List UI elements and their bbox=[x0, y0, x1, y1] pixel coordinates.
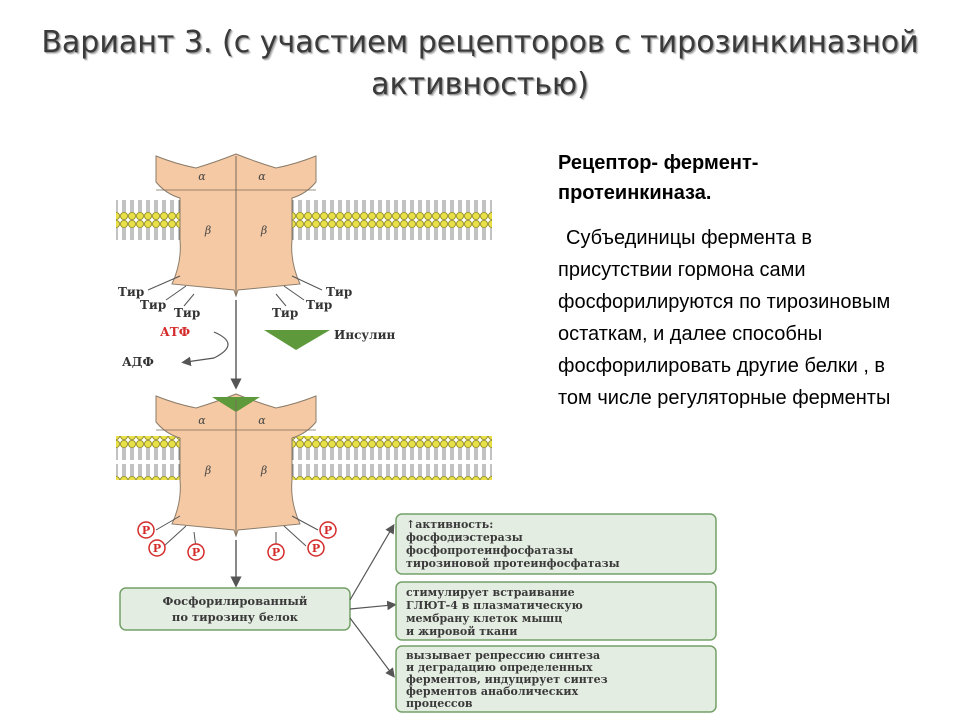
phosphate-label: P bbox=[324, 524, 332, 537]
phospho-protein-label-line-2: по тирозину белок bbox=[172, 610, 299, 624]
phospho-protein-label-line-1: Фосфорилированный bbox=[163, 594, 308, 608]
phosphate-label: P bbox=[312, 542, 320, 555]
adp-label: АДФ bbox=[122, 355, 154, 369]
effect-1-line-3: фосфопротеинфосфатазы bbox=[406, 544, 573, 557]
beta-label-right: β bbox=[260, 224, 267, 237]
alpha-label-left: α bbox=[198, 170, 206, 183]
phosphate-icon bbox=[267, 543, 285, 561]
effect-2-line-3: мембрану клеток мышц bbox=[406, 612, 562, 625]
activation-step: АТФ АДФ Инсулин bbox=[122, 300, 395, 390]
receptor-active: α α β β P P P P P P bbox=[116, 393, 492, 561]
effect-2-line-2: ГЛЮТ-4 в плазматическую bbox=[406, 599, 583, 612]
phosphate-circles bbox=[137, 521, 337, 561]
atp-label: АТФ bbox=[160, 325, 190, 339]
effect-1-line-2: фосфодиэстеразы bbox=[406, 531, 523, 544]
receptor-description: Субъединицы фермента в присутствии гормо… bbox=[558, 227, 891, 409]
slide-title: Вариант 3. (с участием рецепторов с тиро… bbox=[40, 22, 920, 106]
effect-3-line-4: ферментов анаболических bbox=[406, 685, 579, 698]
effect-3-line-5: процессов bbox=[406, 697, 473, 710]
receptor-inactive: α α β β Тир Тир Тир Тир Тир Тир bbox=[116, 153, 492, 320]
tyr-label: Тир bbox=[306, 298, 332, 312]
effect-1-line-4: тирозиновой протеинфосфатазы bbox=[406, 557, 620, 570]
beta-label-left: β bbox=[204, 464, 211, 477]
effect-box-2: стимулирует встраивание ГЛЮТ-4 в плазмат… bbox=[395, 581, 717, 641]
tyr-label: Тир bbox=[326, 285, 352, 299]
receptor-heading: Рецептор- фермент- протеинкиназа. bbox=[558, 152, 759, 204]
slide-title-line-1: Вариант 3. (с участием рецепторов с тиро… bbox=[41, 25, 919, 60]
slide-title-line-2: активностью) bbox=[371, 67, 589, 102]
phosphate-label: P bbox=[272, 546, 280, 559]
alpha-label-right: α bbox=[258, 414, 266, 427]
atp-adp-arrow bbox=[181, 331, 229, 367]
effect-box-1: ↑активность: фосфодиэстеразы фосфопротеи… bbox=[395, 513, 717, 575]
phosphate-label: P bbox=[142, 524, 150, 537]
description-panel: Рецептор- фермент- протеинкиназа. Субъед… bbox=[558, 148, 903, 414]
membrane-upper bbox=[116, 196, 492, 240]
effect-connectors bbox=[349, 523, 397, 678]
alpha-label-left: α bbox=[198, 414, 206, 427]
tyr-label: Тир bbox=[174, 306, 200, 320]
phosphate-icon bbox=[307, 539, 325, 557]
alpha-label-right: α bbox=[258, 170, 266, 183]
phosphate-icon bbox=[137, 521, 155, 539]
effect-2-line-4: и жировой ткани bbox=[406, 625, 517, 638]
beta-label-right: β bbox=[260, 464, 267, 477]
effect-box-3: вызывает репрессию синтеза и деградацию … bbox=[395, 645, 717, 713]
phosphate-icon bbox=[148, 539, 166, 557]
phosphate-icon bbox=[319, 521, 337, 539]
tyr-label: Тир bbox=[272, 306, 298, 320]
membrane-lower bbox=[116, 436, 492, 480]
phosphate-label: P bbox=[153, 542, 161, 555]
phospho-protein-box: Фосфорилированный по тирозину белок bbox=[119, 587, 351, 631]
insulin-icon bbox=[264, 330, 330, 350]
tyr-label: Тир bbox=[118, 285, 144, 299]
tyr-label: Тир bbox=[140, 298, 166, 312]
beta-label-left: β bbox=[204, 224, 211, 237]
phosphate-label: P bbox=[192, 546, 200, 559]
effect-1-line-1: ↑активность: bbox=[406, 518, 493, 531]
phosphate-groups bbox=[155, 515, 319, 549]
effect-2-line-1: стимулирует встраивание bbox=[406, 586, 575, 599]
effect-3-line-1: вызывает репрессию синтеза bbox=[406, 649, 600, 662]
effect-3-line-3: ферментов, индуцирует синтез bbox=[406, 673, 608, 686]
tyrosine-residues bbox=[147, 275, 323, 307]
effect-3-line-2: и деградацию определенных bbox=[406, 661, 593, 674]
phosphate-icon bbox=[187, 543, 205, 561]
insulin-label: Инсулин bbox=[334, 328, 395, 342]
